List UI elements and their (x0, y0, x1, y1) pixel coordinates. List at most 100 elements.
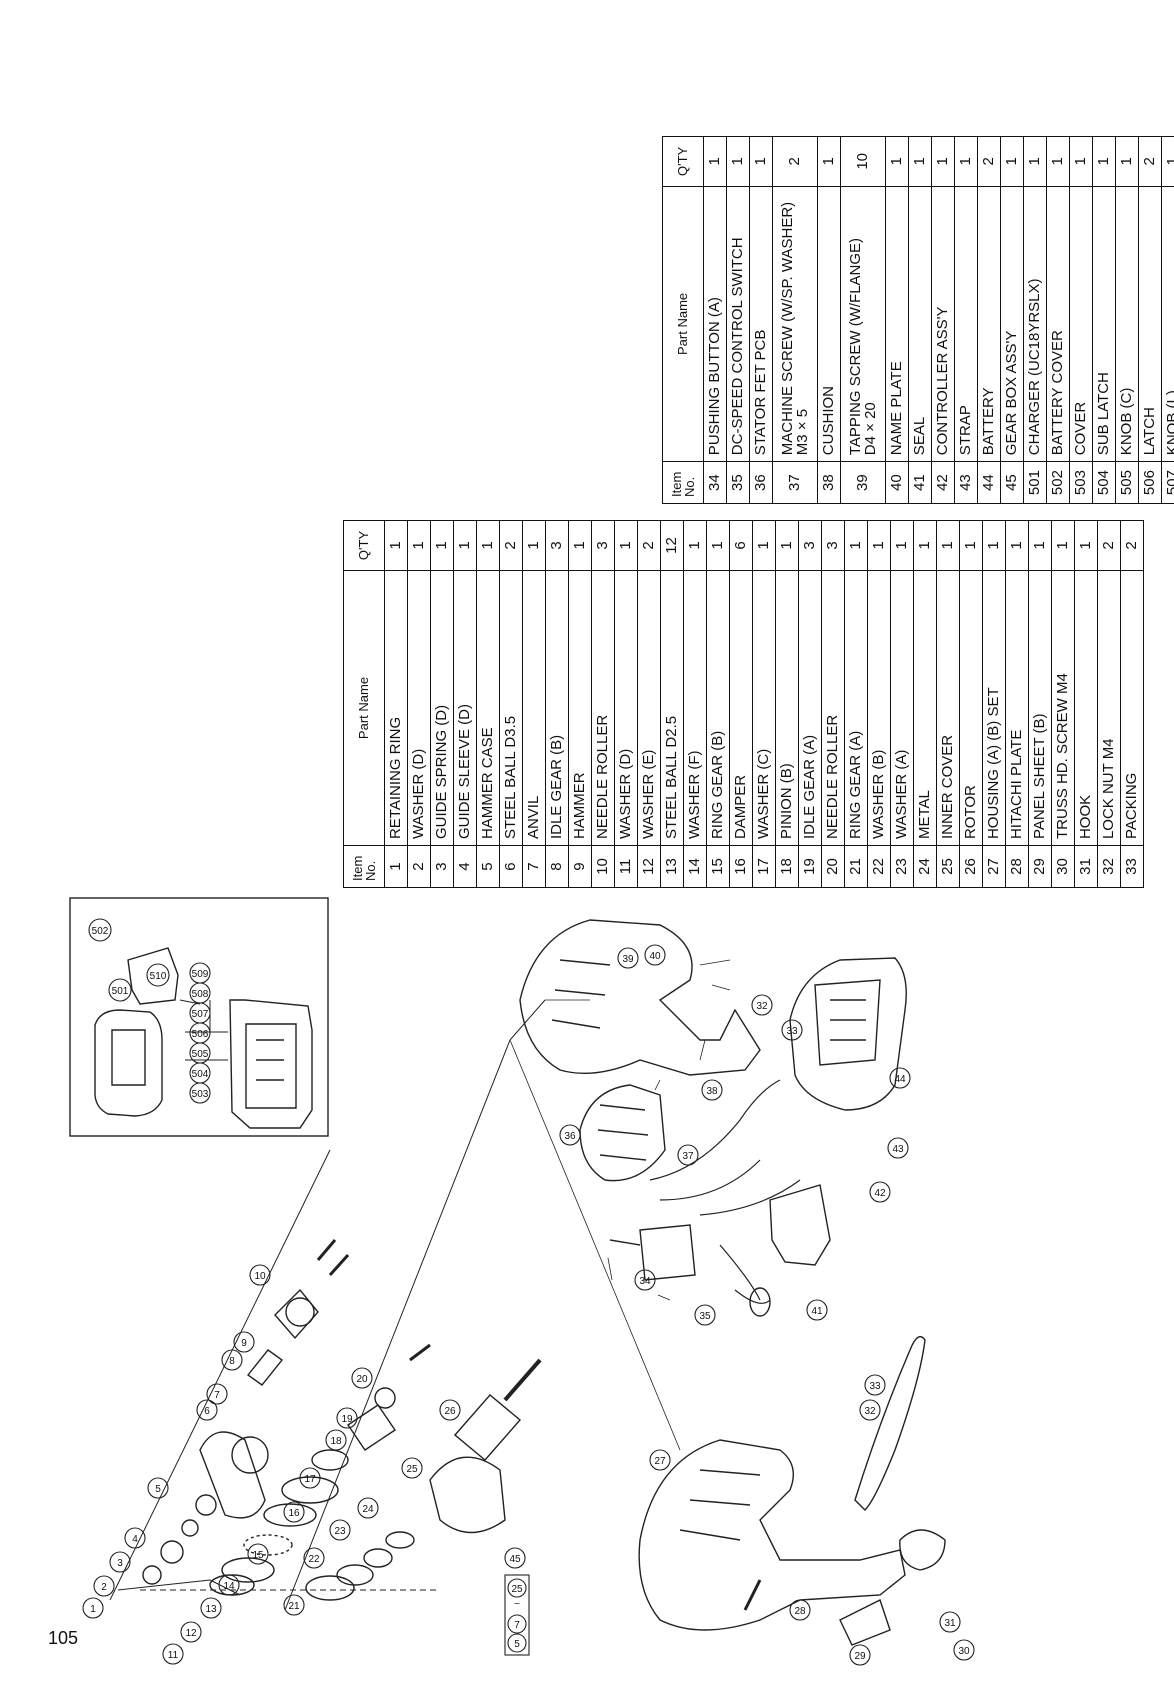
svg-text:19: 19 (341, 1414, 353, 1425)
nameplate-28-illustration (743, 1579, 762, 1611)
item-number: 503 (1069, 461, 1093, 504)
svg-text:25: 25 (406, 1464, 418, 1475)
part-name: BATTERY COVER (1046, 186, 1070, 462)
svg-text:16: 16 (288, 1508, 300, 1519)
svg-text:33: 33 (786, 1026, 798, 1037)
svg-text:34: 34 (639, 1276, 651, 1287)
svg-text:37: 37 (682, 1151, 694, 1162)
callout-43: 43 (887, 1137, 909, 1159)
part-name: CONTROLLER ASS'Y (931, 186, 955, 462)
svg-text:45: 45 (509, 1554, 521, 1565)
part-name: GUIDE SLEEVE (D) (453, 570, 477, 846)
item-number: 32 (1097, 845, 1121, 888)
callout-12: 12 (180, 1621, 202, 1643)
quantity: 1 (913, 520, 937, 571)
quantity: 3 (821, 520, 845, 571)
item-number: 27 (982, 845, 1006, 888)
item-number: 41 (908, 461, 932, 504)
part-name: ROTOR (959, 570, 983, 846)
callout-510: 510 (146, 963, 170, 987)
part-name: TAPPING SCREW (W/FLANGE)D4 × 20 (840, 186, 886, 462)
item-number: 3 (430, 845, 454, 888)
quantity: 1 (683, 520, 707, 571)
part-name: LOCK NUT M4 (1097, 570, 1121, 846)
callout-33a: 33 (864, 1374, 886, 1396)
item-number: 22 (867, 845, 891, 888)
item-number: 6 (499, 845, 523, 888)
callout-44: 44 (889, 1067, 911, 1089)
callout-28: 28 (789, 1599, 811, 1621)
part-name: RING GEAR (B) (706, 570, 730, 846)
part-name: SEAL (908, 186, 932, 462)
callout-8: 8 (221, 1349, 243, 1371)
part-name: WASHER (E) (637, 570, 661, 846)
col-part-name: Part Name (662, 186, 704, 462)
item-number: 15 (706, 845, 730, 888)
part-name: MACHINE SCREW (W/SP. WASHER)M3 × 5 (772, 186, 818, 462)
part-name: COVER (1069, 186, 1093, 462)
item-number: 34 (703, 461, 727, 504)
case-illustration (229, 999, 313, 1129)
svg-text:2: 2 (101, 1582, 107, 1593)
svg-text:5: 5 (514, 1639, 520, 1650)
part-name: RING GEAR (A) (844, 570, 868, 846)
item-number: 21 (844, 845, 868, 888)
hook-illustration (899, 1529, 946, 1571)
part-name: METAL (913, 570, 937, 846)
item-number: 29 (1028, 845, 1052, 888)
quantity: 1 (430, 520, 454, 571)
callout-17: 17 (299, 1467, 321, 1489)
svg-text:33: 33 (869, 1381, 881, 1392)
callout-23: 23 (329, 1519, 351, 1541)
item-number: 13 (660, 845, 684, 888)
callout-35: 35 (694, 1304, 716, 1326)
part-name: SUB LATCH (1092, 186, 1116, 462)
callout-3: 3 (109, 1551, 131, 1573)
part-name: WASHER (F) (683, 570, 707, 846)
quantity: 1 (982, 520, 1006, 571)
housing-right-illustration (519, 919, 761, 1076)
page-number: 105 (48, 1628, 79, 1648)
callout-2: 2 (93, 1575, 115, 1597)
controller-illustration (769, 1184, 831, 1266)
svg-text:39: 39 (622, 954, 634, 965)
seal-illustration (749, 1287, 771, 1317)
callout-30: 30 (953, 1639, 975, 1661)
callout-1: 1 (82, 1597, 104, 1619)
callout-31: 31 (939, 1611, 961, 1633)
svg-text:41: 41 (811, 1306, 823, 1317)
part-name: WASHER (B) (867, 570, 891, 846)
quantity: 1 (1023, 136, 1047, 187)
callout-41: 41 (806, 1299, 828, 1321)
callout-7: 7 (206, 1383, 228, 1405)
part-name: PANEL SHEET (B) (1028, 570, 1052, 846)
svg-text:6: 6 (204, 1406, 210, 1417)
svg-text:11: 11 (168, 1650, 179, 1661)
part-name: WASHER (C) (752, 570, 776, 846)
item-number: 504 (1092, 461, 1116, 504)
part-name: NAME PLATE (885, 186, 909, 462)
battery-illustration (789, 957, 907, 1111)
part-name: KNOB (C) (1115, 186, 1139, 462)
quantity: 2 (499, 520, 523, 571)
quantity: 1 (1092, 136, 1116, 187)
part-name: PACKING (1120, 570, 1144, 846)
part-name: KNOB (L) (1161, 186, 1174, 462)
